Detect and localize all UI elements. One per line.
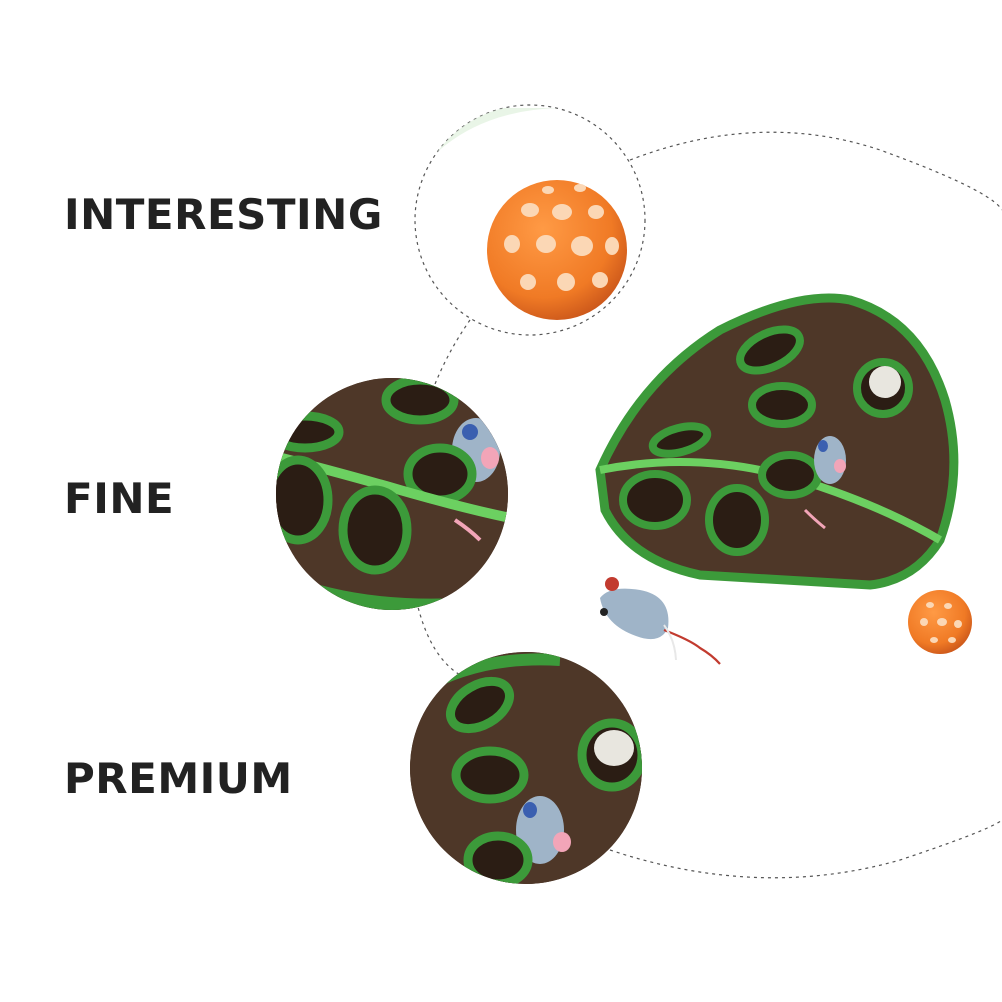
feature-label-premium: PREMIUM	[64, 754, 293, 803]
feature-label-fine: FINE	[64, 474, 175, 523]
dashed-guide-lines	[408, 131, 1002, 879]
cat-tunnel-product	[595, 293, 959, 590]
detail-circle-ball	[414, 104, 646, 336]
detail-circle-holes	[410, 652, 642, 884]
small-ball-icon	[908, 590, 972, 654]
toy-mouse-icon	[600, 577, 721, 665]
detail-circle-tunnel	[276, 378, 508, 610]
feature-label-interesting: INTERESTING	[64, 190, 383, 239]
